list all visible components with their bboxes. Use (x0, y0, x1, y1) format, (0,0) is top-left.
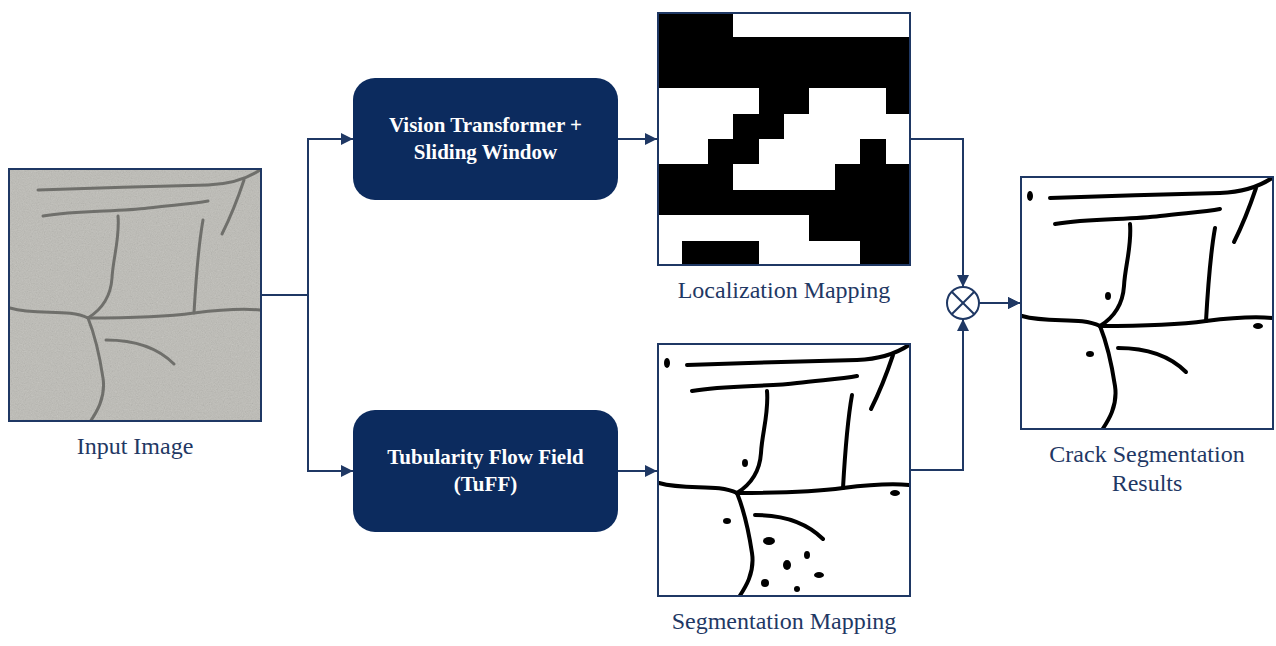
image-panel: Segmentation Mapping (657, 343, 911, 597)
process-label: Vision Transformer + Sliding Window (387, 112, 584, 167)
panel-caption: Crack Segmentation Results (1020, 440, 1274, 498)
caption-holder: Segmentation Mapping (657, 607, 911, 636)
image-panel: Crack Segmentation Results (1020, 176, 1274, 430)
process-label: Tubularity Flow Field (TuFF) (387, 444, 584, 499)
caption-holder: Localization Mapping (657, 276, 911, 305)
image-panel: Localization Mapping (657, 12, 911, 266)
flow-arrow (262, 295, 353, 471)
process-box: Vision Transformer + Sliding Window (353, 78, 618, 200)
flow-arrow (618, 470, 657, 472)
panel-caption: Input Image (8, 432, 262, 461)
flow-arrow (262, 139, 353, 295)
asphalt-photo (8, 168, 262, 422)
caption-holder: Crack Segmentation Results (1020, 440, 1274, 498)
panel-caption: Localization Mapping (657, 276, 911, 305)
process-box: Tubularity Flow Field (TuFF) (353, 410, 618, 532)
segmentation-mask (657, 343, 911, 597)
image-panel: Input Image (8, 168, 262, 422)
multiply-symbol (947, 275, 979, 331)
flow-arrow (618, 138, 657, 140)
flow-arrow (911, 139, 1020, 303)
caption-holder: Input Image (8, 432, 262, 461)
panel-caption: Segmentation Mapping (657, 607, 911, 636)
flow-arrow (911, 303, 1020, 470)
localization-mask (657, 12, 911, 266)
result-mask (1020, 176, 1274, 430)
